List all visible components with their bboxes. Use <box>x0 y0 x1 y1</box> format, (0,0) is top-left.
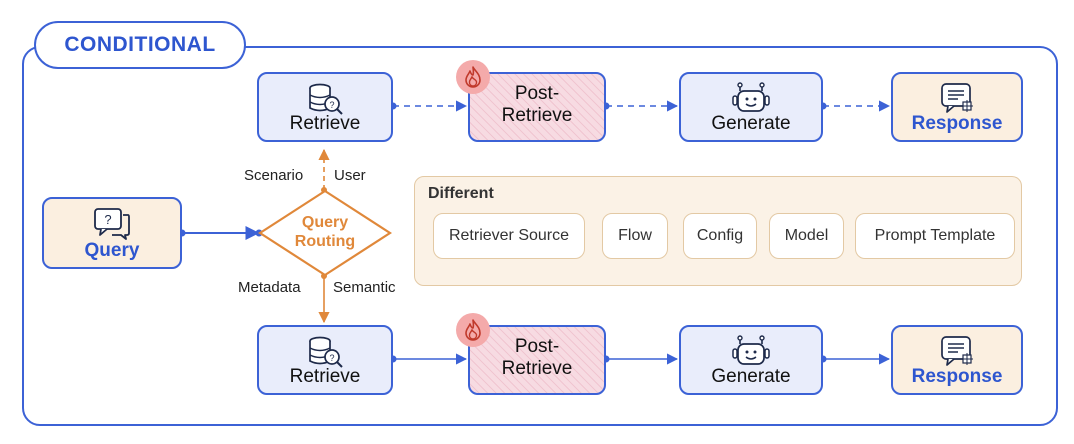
top-retrieve-node: ? Retrieve <box>257 72 393 142</box>
database-search-icon: ? <box>305 82 345 122</box>
svg-text:?: ? <box>329 353 334 363</box>
routing-label-line2: Routing <box>294 233 356 251</box>
question-chat-icon: ? <box>92 207 132 247</box>
routing-diamond-shape <box>257 189 393 277</box>
flame-icon <box>456 60 490 94</box>
top-post-label-line1: Post- <box>514 83 560 105</box>
edge-label-scenario: Scenario <box>244 167 304 184</box>
database-search-icon: ? <box>305 335 345 375</box>
conditional-frame <box>22 46 1058 426</box>
message-document-icon <box>937 335 977 375</box>
top-retrieve-label: Retrieve <box>289 113 361 134</box>
flame-icon <box>456 313 490 347</box>
message-document-icon <box>937 82 977 122</box>
chip-flow: Flow <box>602 213 668 259</box>
top-post-label-line2: Retrieve <box>501 105 573 126</box>
robot-icon <box>731 82 771 122</box>
bottom-post-retrieve-node: Post- Retrieve <box>468 325 606 395</box>
bottom-post-label-line2: Retrieve <box>501 358 573 379</box>
chip-config: Config <box>683 213 757 259</box>
bottom-retrieve-node: ? Retrieve <box>257 325 393 395</box>
top-response-label: Response <box>911 113 1003 134</box>
top-generate-node: Generate <box>679 72 823 142</box>
routing-label-line1: Query <box>301 214 349 231</box>
bottom-generate-label: Generate <box>711 366 791 387</box>
chip-prompt-template: Prompt Template <box>855 213 1015 259</box>
chip-retriever-source: Retriever Source <box>433 213 585 259</box>
query-node: ? Query <box>42 197 182 269</box>
different-title: Different <box>428 185 494 202</box>
query-routing-node: Query Routing <box>257 189 393 277</box>
bottom-response-node: Response <box>891 325 1023 395</box>
edge-label-metadata: Metadata <box>238 279 301 296</box>
top-post-retrieve-node: Post- Retrieve <box>468 72 606 142</box>
svg-text:?: ? <box>104 212 111 227</box>
bottom-generate-node: Generate <box>679 325 823 395</box>
svg-text:?: ? <box>329 100 334 110</box>
diagram-title: CONDITIONAL <box>34 21 246 69</box>
bottom-post-label-line1: Post- <box>514 336 560 358</box>
chip-model: Model <box>769 213 844 259</box>
query-label: Query <box>84 240 140 261</box>
top-response-node: Response <box>891 72 1023 142</box>
top-generate-label: Generate <box>711 113 791 134</box>
edge-label-user: User <box>334 167 366 184</box>
bottom-response-label: Response <box>911 366 1003 387</box>
robot-icon <box>731 335 771 375</box>
edge-label-semantic: Semantic <box>333 279 396 296</box>
bottom-retrieve-label: Retrieve <box>289 366 361 387</box>
